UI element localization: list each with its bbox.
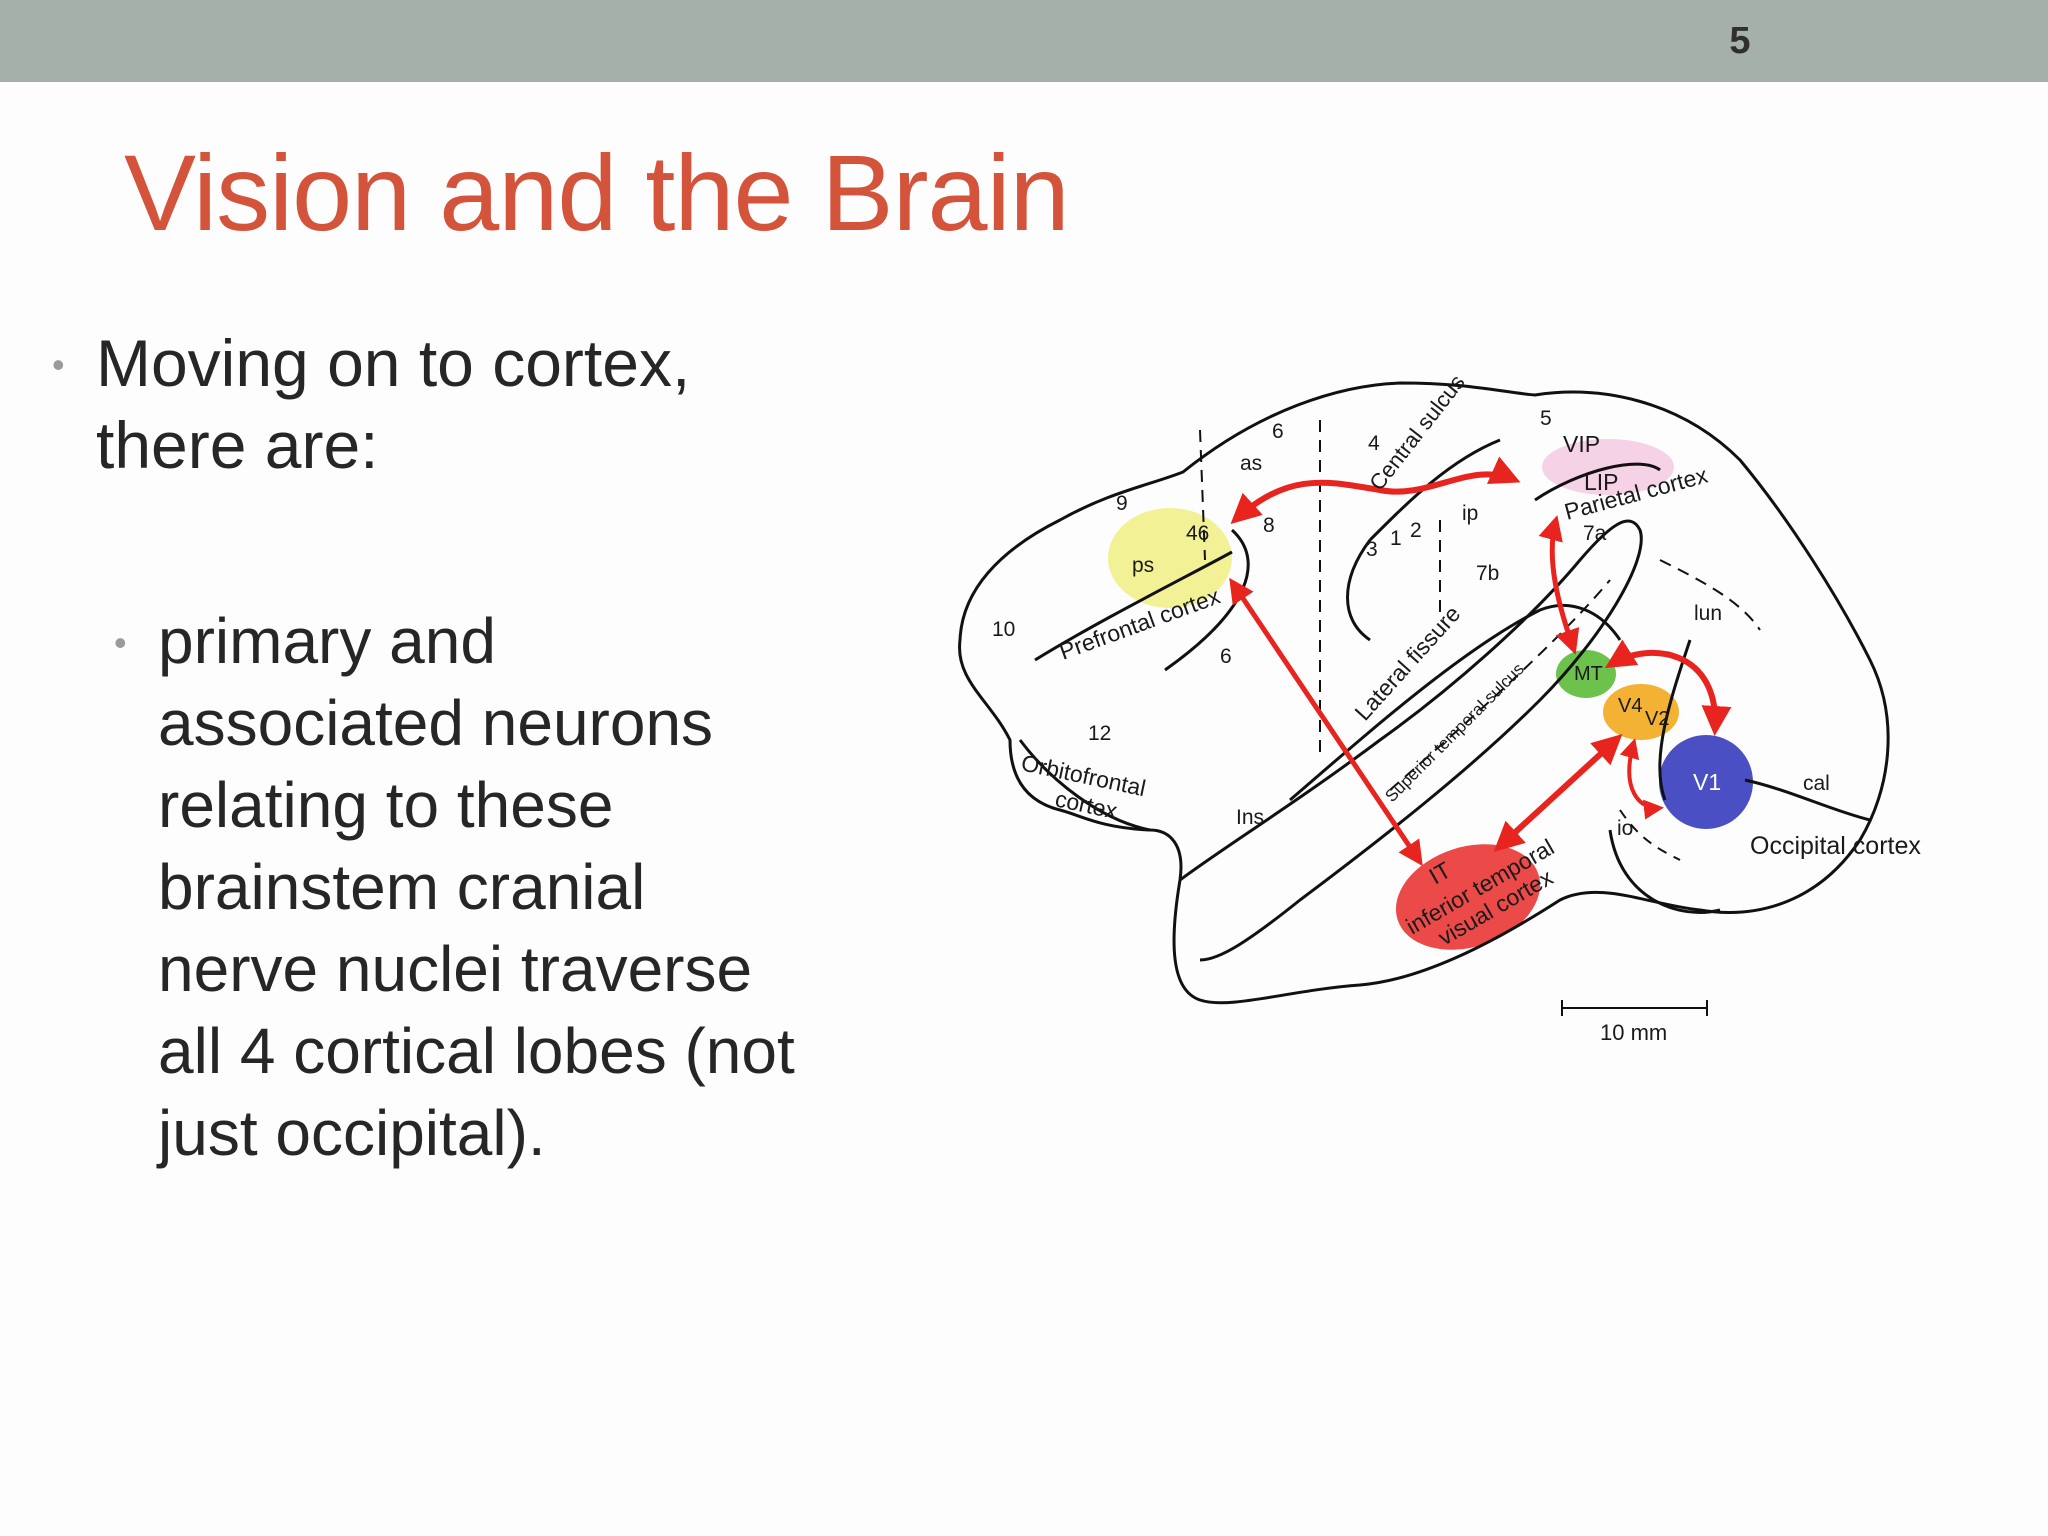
area-12-label: 12: [1088, 722, 1111, 745]
v1-label: V1: [1693, 769, 1721, 795]
calcarine-line: [1744, 778, 1871, 822]
v2-label: V2: [1645, 708, 1669, 730]
scale-bar-label: 10 mm: [1600, 1020, 1667, 1045]
area-5-label: 5: [1540, 407, 1552, 430]
bullet-item: • Moving on to cortex, there are:: [52, 322, 792, 486]
bullet-text: Moving on to cortex, there are:: [96, 326, 691, 482]
mt-region: [1556, 650, 1616, 698]
brain-outline: [958, 381, 1890, 1005]
cal-label: cal: [1803, 772, 1830, 795]
area-1-label: 1: [1390, 527, 1402, 550]
area-3-label: 3: [1366, 538, 1378, 561]
area-6-low-label: 6: [1220, 645, 1232, 668]
orbitofrontal-outline: [1018, 739, 1151, 832]
ps-label: ps: [1132, 554, 1154, 577]
area-6-top-label: 6: [1272, 420, 1284, 443]
bullet-dot-icon: •: [52, 344, 65, 385]
slide-number: 5: [1729, 20, 1751, 62]
lateral-fissure-label: Lateral fissure: [1349, 601, 1465, 726]
arrow-mt-v1: [1604, 639, 1732, 736]
principal-sulcus-line: [1034, 550, 1233, 662]
lun-label: lun: [1694, 602, 1722, 625]
area-10-label: 10: [992, 618, 1015, 641]
mt-label: MT: [1574, 663, 1603, 685]
area-7a-label: 7a: [1583, 522, 1607, 545]
arrow-v4-it: [1493, 733, 1623, 853]
header-bar: 5: [0, 0, 2048, 82]
area-4-label: 4: [1368, 432, 1380, 455]
central-sulcus-label: Central sulcus: [1364, 370, 1470, 495]
ins-label: Ins: [1236, 806, 1264, 829]
ip-label: ip: [1462, 502, 1478, 525]
intraparietal-sulcus-line: [1534, 462, 1661, 502]
area-9-label: 9: [1116, 492, 1128, 515]
dashed-boundary-4: [1659, 559, 1761, 631]
as-label: as: [1240, 452, 1262, 475]
area-7b-label: 7b: [1476, 562, 1499, 585]
sub-bullet-text: primary and associated neurons relating …: [158, 605, 795, 1169]
v4-label: V4: [1618, 695, 1642, 717]
slide-title: Vision and the Brain: [124, 132, 1070, 253]
scale-bar: [1561, 1000, 1708, 1016]
v1-region: [1659, 735, 1753, 829]
dashed-boundary-2: [1199, 429, 1206, 561]
it-region: [1395, 844, 1541, 950]
lip-label: LIP: [1584, 469, 1619, 495]
sub-bullet-item: • primary and associated neurons relatin…: [114, 600, 814, 1174]
arrow-parietal-mt: [1538, 515, 1580, 655]
arrow-prefrontal-it: [1229, 577, 1423, 867]
area-8-label: 8: [1263, 514, 1275, 537]
vip-label: VIP: [1563, 431, 1600, 457]
area-2-label: 2: [1410, 519, 1422, 542]
arrow-parietal-prefrontal: [1230, 456, 1521, 525]
area-46-label: 46: [1186, 522, 1209, 545]
arrow-v4-v1: [1619, 738, 1664, 820]
occipital-lobe-outline: [1608, 829, 1721, 914]
io-label: io: [1617, 817, 1633, 840]
bullet-dot-icon: •: [114, 622, 127, 663]
prefrontal-region: [1108, 508, 1232, 608]
occipital-cortex-label: Occipital cortex: [1750, 832, 1921, 860]
